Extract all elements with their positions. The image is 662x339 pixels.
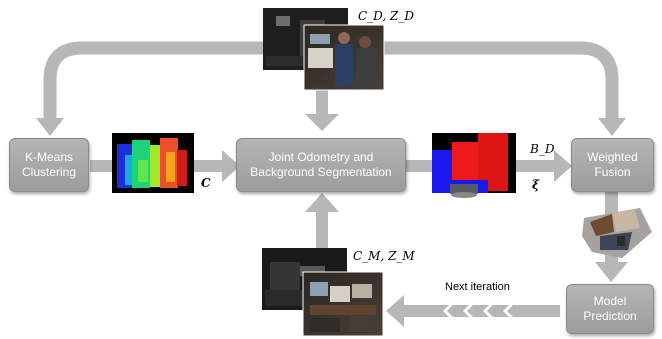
kmeans-label-line-1: K-Means <box>24 150 74 164</box>
arrow-model-to-joint-shaft <box>316 208 328 256</box>
arrow-d-to-joint-shaft <box>316 88 328 116</box>
arrowhead-to-kmeans <box>36 118 64 136</box>
fusion-label-line-1: Weighted <box>587 150 638 164</box>
label-cd-zd: C_D, Z_D <box>358 9 414 23</box>
kmeans-clustering-node: K-Means Clustering <box>9 138 89 192</box>
joint-label-line-1: Joint Odometry and <box>268 150 374 164</box>
arrowhead-fusion-to-model <box>595 262 628 282</box>
arrowhead-joint-to-fusion <box>554 150 572 182</box>
joint-label-line-2: Background Segmentation <box>250 165 392 179</box>
model-label-line-2: Prediction <box>583 309 637 323</box>
model-rgb-frame <box>302 271 384 337</box>
arrowhead-to-fusion <box>598 118 626 136</box>
next-iteration-chevrons <box>443 303 515 319</box>
reconstruction-cloud <box>582 208 652 258</box>
arrowhead-model-to-joint <box>305 193 339 212</box>
input-rgb-frame <box>303 24 385 91</box>
arrowhead-d-to-joint <box>305 114 339 131</box>
next-iteration-arrow-shaft <box>400 305 560 317</box>
weighted-fusion-node: Weighted Fusion <box>571 138 654 192</box>
kmeans-cluster-image <box>112 133 194 193</box>
segmentation-image <box>432 133 516 198</box>
kmeans-label-line-2: Clustering <box>21 165 77 179</box>
label-cm-zm: C_M, Z_M <box>353 249 415 263</box>
label-xi: ξ <box>532 178 540 192</box>
label-next-iteration: Next iteration <box>445 281 510 293</box>
model-label-line-1: Model <box>593 294 627 308</box>
fusion-label-line-2: Fusion <box>594 165 631 179</box>
label-c: C <box>201 176 211 190</box>
label-bd: B_D <box>530 142 555 156</box>
arrowhead-kmeans-to-joint <box>222 150 240 182</box>
joint-odometry-node: Joint Odometry and Background Segmentati… <box>236 138 406 192</box>
model-prediction-node: Model Prediction <box>566 284 654 334</box>
next-iteration-arrowhead <box>386 295 404 327</box>
